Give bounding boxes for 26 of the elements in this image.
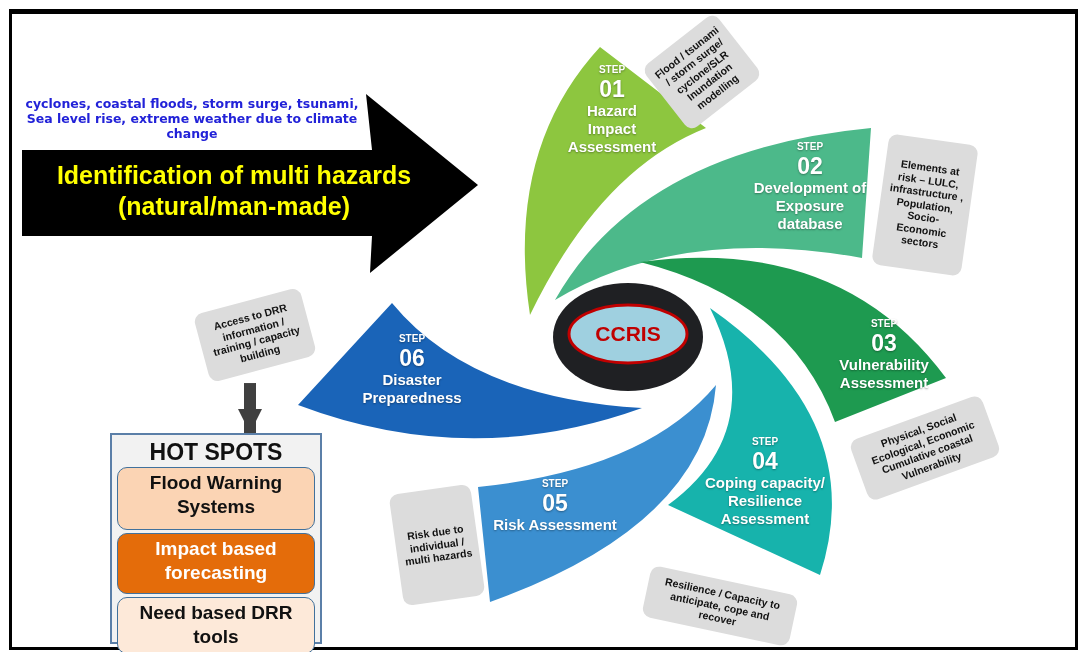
- step-title: Coping capacity/ Resilience Assessment: [704, 474, 826, 528]
- step-title: Disaster Preparedness: [361, 371, 463, 407]
- note-card: Elements at risk – LULC, infrastructure , Population, Socio-Economic sectors: [871, 133, 979, 277]
- step-label: STEP: [750, 436, 780, 448]
- step-title: Vulnerability Assessment: [838, 356, 930, 392]
- step-number: 06: [398, 345, 426, 371]
- step-label: STEP: [540, 478, 570, 490]
- step-title: Risk Assessment: [492, 516, 618, 534]
- step-title: Development of Exposure database: [752, 179, 868, 233]
- step-number: 05: [541, 490, 569, 516]
- step-label: STEP: [397, 333, 427, 345]
- hotspot-item: Flood Warning Systems: [117, 467, 315, 530]
- hotspot-item: Need based DRR tools: [117, 597, 315, 652]
- hotspot-item: Impact based forecasting: [117, 533, 315, 594]
- step-number: 02: [796, 153, 824, 179]
- down-arrow: [238, 383, 262, 433]
- step-label: STEP: [795, 141, 825, 153]
- arrow-title: Identification of multi hazards (natural/man-made): [55, 160, 413, 222]
- step-number: 01: [598, 76, 626, 102]
- hazard-list: cyclones, coastal floods, storm surge, tsunami, Sea level rise, extreme weather due to climate change: [16, 96, 368, 141]
- step-number: 04: [751, 448, 779, 474]
- panel-title: HOT SPOTS: [148, 438, 284, 466]
- hub-ellipse: [553, 283, 703, 391]
- hub-label: CCRIS: [594, 322, 662, 346]
- note-card: Risk due to individual / multi hazards: [388, 483, 486, 607]
- step-number: 03: [870, 330, 898, 356]
